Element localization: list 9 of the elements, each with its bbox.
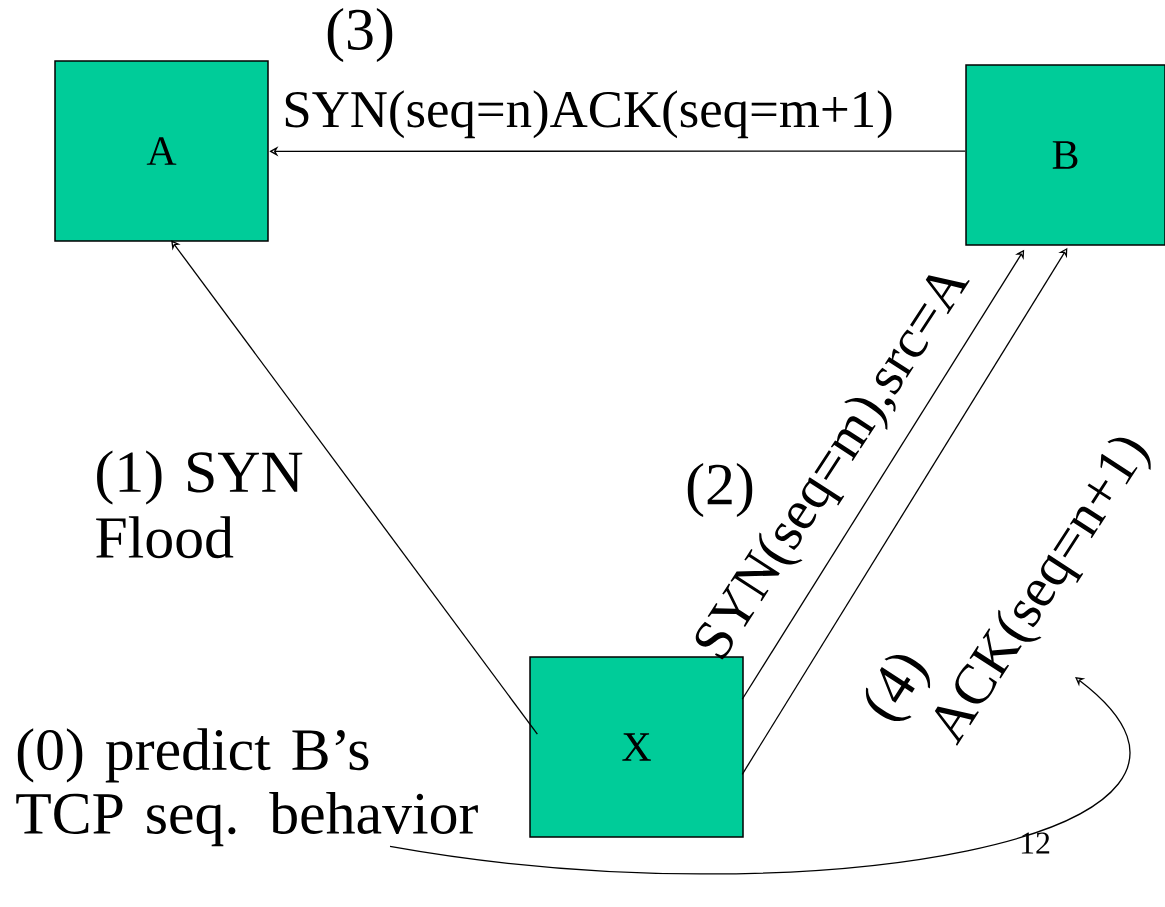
note-text: (0) predict B’s TCP seq. behavior <box>16 728 478 847</box>
step-number: (3) <box>327 7 393 63</box>
curved-arrow <box>389 677 1131 875</box>
arrow <box>171 240 538 735</box>
edge-label: (1) SYN Flood <box>96 450 303 559</box>
page-number: 12 <box>1021 832 1050 854</box>
edge-label: SYN(seq=n)ACK(seq=m+1) <box>285 90 892 139</box>
host-box: A <box>54 60 269 242</box>
host-box: B <box>965 64 1165 246</box>
